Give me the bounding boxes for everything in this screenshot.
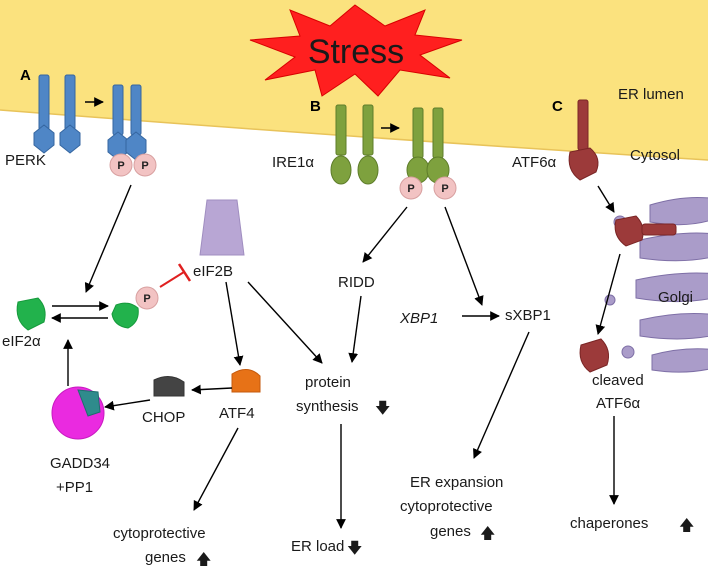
synthesis-down-icon: 🡇: [375, 400, 390, 417]
protein-label: protein: [305, 374, 351, 391]
perk-label: PERK: [5, 152, 46, 169]
perk-dimer-icon: [107, 84, 147, 161]
golgi-label: Golgi: [658, 289, 693, 306]
xbp1-label: XBP1: [399, 310, 438, 327]
ire1-to-ridd-arrow: [362, 206, 408, 263]
ire1-output-label-1: ER expansion: [410, 474, 503, 491]
atf4-icon: [231, 369, 261, 393]
er-membrane: [0, 109, 708, 161]
stress-label: Stress: [308, 33, 404, 71]
svg-text:P: P: [441, 183, 448, 195]
ire1-monomer-icon: [330, 104, 379, 185]
synthesis-label: synthesis: [296, 398, 359, 415]
inhibition-line: [159, 263, 192, 288]
eif2alpha-phospho-icon: P: [135, 286, 159, 310]
perk-phospho-icon: P P: [109, 153, 157, 177]
ridd-label: RIDD: [338, 274, 375, 291]
svg-text:P: P: [141, 160, 148, 172]
perk-monomer-icon: [33, 74, 81, 154]
pathway-arrows: [51, 184, 621, 529]
atf6-golgi-icon: [614, 215, 677, 247]
eif2alpha-label: eIF2α: [2, 333, 41, 350]
eif2alpha-p-icon: [111, 302, 139, 329]
cleaved-atf6-icon: [579, 338, 609, 373]
panel-a-label: A: [20, 67, 31, 84]
sxbp1-to-genes-arrow: [473, 331, 530, 459]
atf6-icon: [568, 99, 599, 181]
ire1-output-label-3: genes: [430, 523, 471, 540]
eif2b-to-atf4-arrow: [225, 281, 244, 366]
cleaved-atf6-label-1: cleaved: [592, 372, 644, 389]
eif2alpha-icon: [16, 297, 46, 331]
perk-output-up-icon: 🡅: [196, 551, 211, 568]
panel-b-label: B: [310, 98, 321, 115]
atf4-to-chop-arrow: [191, 384, 233, 395]
chop-icon: [153, 376, 185, 397]
svg-text:P: P: [143, 293, 150, 305]
gadd34-label: GADD34: [50, 455, 110, 472]
er-lumen-region: [0, 0, 708, 160]
pp1-label: +PP1: [56, 479, 93, 496]
perk-to-eif2a-arrow: [84, 184, 132, 293]
atf6-label: ATF6α: [512, 154, 557, 171]
sxbp1-label: sXBP1: [505, 307, 551, 324]
er-load-label: ER load: [291, 538, 344, 555]
chaperones-label: chaperones: [570, 515, 648, 532]
svg-text:P: P: [407, 183, 414, 195]
chop-label: CHOP: [142, 409, 185, 426]
ire1-to-sxbp1-arrow: [444, 206, 484, 306]
chaperones-up-icon: 🡅: [679, 517, 694, 534]
ridd-to-synthesis-arrow: [348, 295, 362, 363]
cleaved-atf6-label-2: ATF6α: [596, 395, 641, 412]
atf4-label: ATF4: [219, 405, 255, 422]
eif2b-to-synthesis-arrow: [247, 281, 323, 364]
er-lumen-label: ER lumen: [618, 86, 684, 103]
eif2b-icon: [199, 199, 245, 256]
atf4-to-genes-arrow: [193, 427, 239, 511]
svg-text:P: P: [117, 160, 124, 172]
ire1-label: IRE1α: [272, 154, 314, 171]
ire1-output-label-2: cytoprotective: [400, 498, 493, 515]
perk-output-label-1: cytoprotective: [113, 525, 206, 542]
panel-c-label: C: [552, 98, 563, 115]
ire1-phospho-icon: P P: [399, 176, 457, 200]
ire1-dimer-icon: [406, 107, 450, 184]
er-load-down-icon: 🡇: [347, 540, 362, 557]
cytosol-label: Cytosol: [630, 147, 680, 164]
golgi-apparatus: [604, 197, 708, 373]
eif2b-label: eIF2B: [193, 263, 233, 280]
gadd34-pp1-icon: [51, 386, 105, 440]
atf6-to-golgi-arrow: [597, 185, 615, 213]
perk-output-label-2: genes: [145, 549, 186, 566]
chop-to-gadd34-arrow: [104, 399, 151, 411]
stress-burst-icon: [249, 4, 463, 97]
ire1-output-up-icon: 🡅: [480, 525, 495, 542]
golgi-to-cleaved-arrow: [595, 253, 621, 335]
